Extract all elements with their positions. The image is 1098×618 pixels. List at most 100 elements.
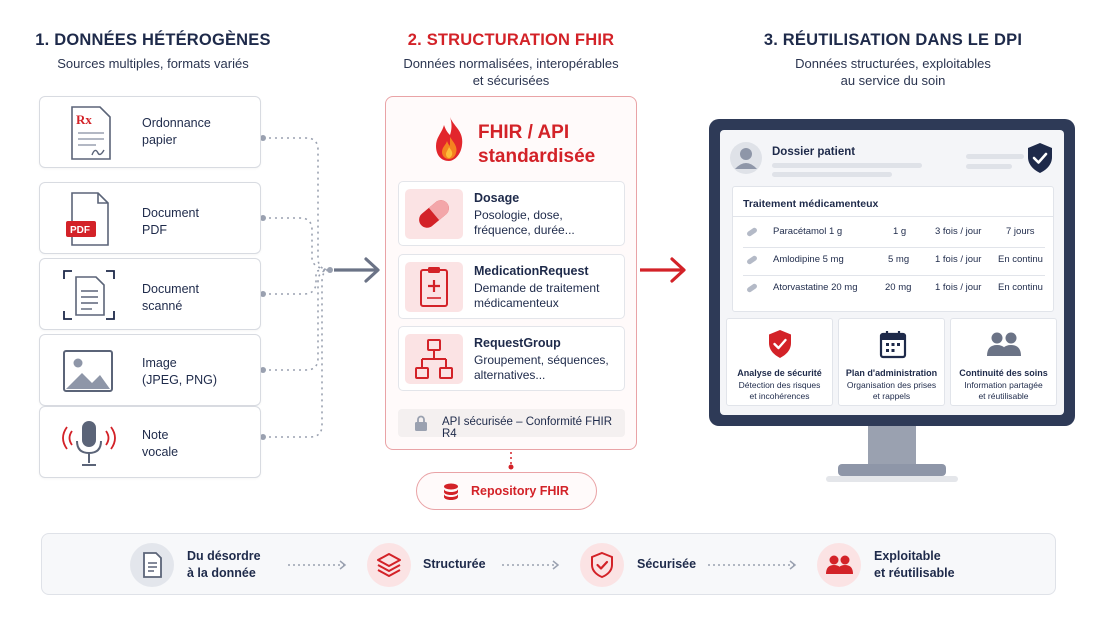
medication-dose: 20 mg: [885, 282, 912, 293]
pill-icon: [405, 189, 463, 239]
medication-duration: 7 jours: [1006, 226, 1035, 237]
placeholder-line: [966, 164, 1012, 169]
resource-card-requestgroup: RequestGroup Groupement, séquences, alte…: [398, 326, 625, 391]
medication-frequency: 1 fois / jour: [935, 254, 982, 265]
column-1-subtitle: Sources multiples, formats variés: [57, 56, 249, 71]
image-icon: [63, 350, 113, 392]
placeholder-line: [772, 163, 922, 168]
feature-security-analysis: Analyse de sécurité Détection des risque…: [726, 318, 833, 406]
medication-dose: 5 mg: [888, 254, 910, 265]
scanned-document-icon: [63, 270, 115, 320]
feature-name: Continuité des soins: [959, 368, 1048, 378]
feature-description: Détection des risques et incohérences: [738, 380, 821, 401]
column-3-title: 3. RÉUTILISATION DANS LE DPI: [763, 31, 1023, 49]
medication-dose: 1 g: [893, 226, 907, 237]
medication-name: Paracétamol 1 g: [773, 226, 843, 237]
dpi-monitor: Dossier patient Traitement médicamenteux…: [709, 119, 1075, 426]
hierarchy-icon: [405, 334, 463, 384]
shield-icon: [580, 543, 624, 587]
process-summary-bar: Du désordre à la donnée Structurée Sécur…: [41, 533, 1056, 595]
feature-name: Analyse de sécurité: [737, 368, 822, 378]
step-arrows: [288, 560, 797, 570]
source-label: Image (JPEG, PNG): [142, 356, 218, 387]
repository-fhir: Repository FHIR: [416, 472, 597, 510]
source-label: Note vocale: [142, 428, 179, 459]
medication-table-title: Traitement médicamenteux: [743, 198, 879, 210]
capsule-icon: [747, 255, 757, 265]
capsule-icon: [747, 227, 757, 237]
placeholder-line: [772, 172, 892, 177]
dpi-screen: Dossier patient Traitement médicamenteux…: [720, 130, 1064, 415]
medication-name: Amlodipine 5 mg: [773, 254, 844, 265]
column-1-title: 1. DONNÉES HÉTÉROGÈNES: [35, 31, 271, 49]
medication-name: Atorvastatine 20 mg: [773, 282, 858, 293]
source-card-image: Image (JPEG, PNG): [39, 334, 261, 406]
source-label: Ordonnance papier: [142, 116, 211, 147]
shield-check-icon: [769, 330, 791, 358]
clipboard-icon: [405, 262, 463, 312]
capsule-icon: [747, 283, 757, 293]
pdf-icon: PDF: [66, 192, 109, 246]
medication-row: Amlodipine 5 mg 5 mg 1 fois / jour En co…: [733, 246, 1053, 274]
pdf-mark: PDF: [70, 225, 90, 236]
source-card-scanned: Document scanné: [39, 258, 261, 330]
fhir-title: FHIR / API standardisée: [478, 122, 596, 167]
monitor-shadow: [826, 476, 958, 482]
medication-frequency: 1 fois / jour: [935, 282, 982, 293]
source-card-prescription: Rx Ordonnance papier: [39, 96, 261, 168]
medication-duration: En continu: [998, 254, 1043, 265]
step-label: Sécurisée: [637, 557, 697, 571]
step-label: Du désordre à la donnée: [187, 549, 261, 580]
source-label: Document scanné: [142, 282, 199, 313]
microphone-icon: [62, 421, 116, 466]
resource-card-medicationrequest: MedicationRequest Demande de traitement …: [398, 254, 625, 319]
feature-name: Plan d'administration: [845, 368, 938, 378]
resource-name: Dosage: [474, 191, 520, 205]
monitor-base: [838, 464, 946, 476]
resource-name: MedicationRequest: [474, 264, 589, 278]
people-icon: [817, 543, 861, 587]
users-icon: [987, 332, 1021, 356]
medication-table: Traitement médicamenteux Paracétamol 1 g…: [732, 186, 1054, 312]
column-2-title: 2. STRUCTURATION FHIR: [407, 31, 615, 49]
step-label: Exploitable et réutilisable: [874, 549, 955, 580]
feature-description: Organisation des prises et rappels: [846, 380, 937, 401]
calendar-icon: [879, 331, 907, 359]
api-security-bar: API sécurisée – Conformité FHIR R4: [398, 409, 625, 440]
placeholder-line: [966, 154, 1024, 159]
column-2-subtitle: Données normalisées, interopérables et s…: [403, 56, 619, 88]
resource-description: Demande de traitement médicamenteux: [474, 281, 600, 310]
database-icon: [444, 483, 458, 500]
resource-description: Posologie, dose, fréquence, durée...: [474, 208, 575, 237]
patient-avatar-icon: [730, 142, 762, 174]
feature-description: Information partagée et réutilisable: [964, 380, 1043, 401]
fhir-flame-icon: [436, 117, 463, 161]
medication-row: Paracétamol 1 g 1 g 3 fois / jour 7 jour…: [733, 218, 1053, 246]
resource-card-dosage: Dosage Posologie, dose, fréquence, durée…: [398, 181, 625, 246]
patient-title: Dossier patient: [772, 146, 856, 158]
prescription-icon: Rx: [71, 106, 111, 160]
lock-icon: [415, 415, 427, 431]
step-label: Structurée: [423, 557, 486, 571]
medication-duration: En continu: [998, 282, 1043, 293]
feature-care-continuity: Continuité des soins Information partagé…: [950, 318, 1057, 406]
repository-label: Repository FHIR: [471, 484, 569, 498]
layers-icon: [367, 543, 411, 587]
shield-check-icon: [1028, 143, 1052, 173]
medication-frequency: 3 fois / jour: [935, 226, 982, 237]
source-label: Document PDF: [142, 206, 199, 237]
api-note: API sécurisée – Conformité FHIR R4: [442, 416, 613, 440]
monitor-neck: [868, 426, 916, 466]
feature-administration-plan: Plan d'administration Organisation des p…: [838, 318, 945, 406]
rx-mark: Rx: [76, 112, 92, 127]
patient-header: Dossier patient: [730, 140, 1054, 192]
source-card-pdf: PDF Document PDF: [39, 182, 261, 254]
resource-name: RequestGroup: [474, 336, 561, 350]
column-3-subtitle: Données structurées, exploitables au ser…: [795, 56, 991, 88]
document-icon: [130, 543, 174, 587]
source-card-voice: Note vocale: [39, 406, 261, 478]
medication-row: Atorvastatine 20 mg 20 mg 1 fois / jour …: [733, 274, 1053, 302]
fhir-panel: FHIR / API standardisée Dosage Posologie…: [385, 96, 637, 450]
resource-description: Groupement, séquences, alternatives...: [474, 353, 609, 382]
